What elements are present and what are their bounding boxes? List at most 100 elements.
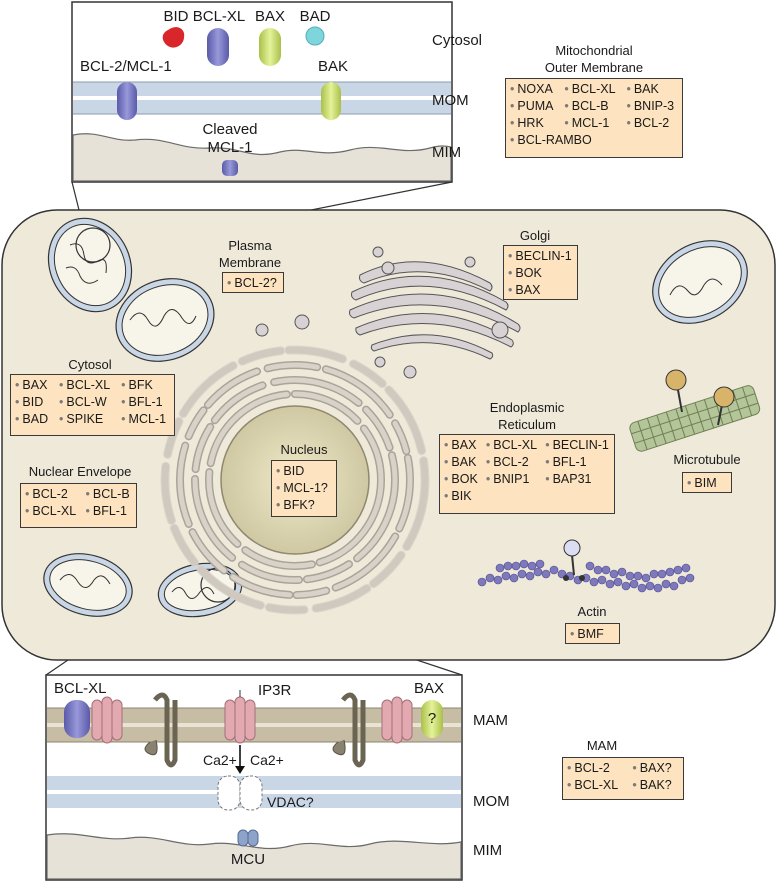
list-item: BCL-B: [564, 99, 618, 114]
mitochondrion-right: [652, 240, 748, 324]
list-item: PUMA: [510, 99, 556, 114]
list-item: BAX: [444, 438, 478, 453]
list-item: BID: [15, 395, 51, 410]
bottom-mom-label: MOM: [473, 793, 510, 810]
plasma-title-2: Membrane: [218, 255, 282, 270]
er-title-1: Endoplasmic: [489, 400, 565, 415]
question-label: ?: [427, 710, 437, 727]
list-item: BCL-XL: [59, 378, 113, 393]
bax-inset-label: BAX: [414, 680, 445, 697]
list-item: BCL-RAMBO: [510, 133, 677, 148]
list-item: BFL-1: [545, 455, 609, 470]
list-item: BIM: [687, 476, 717, 490]
mcu-label: MCU: [230, 851, 266, 868]
list-item: BECLIN-1: [545, 438, 609, 453]
top-cytosol-label: Cytosol: [432, 32, 483, 49]
bclxl-inset-label: BCL-XL: [54, 680, 107, 697]
list-item: MCL-1?: [276, 481, 331, 496]
ip3r-right-icon: [381, 696, 413, 744]
bak-label: BAK: [317, 58, 349, 75]
list-item: BAP31: [545, 472, 609, 487]
bottom-mim-label: MIM: [473, 842, 503, 859]
er-panel: BAX BCL-XL BECLIN-1 BAK BCL-2 BFL-1 BOK …: [439, 434, 615, 514]
microtubule-panel: BIM: [682, 472, 732, 493]
list-item: BFL-1: [121, 395, 169, 410]
list-item: BCL-W: [59, 395, 113, 410]
list-item: BOK: [508, 266, 572, 281]
bcl2-mcl1-protein-icon: [117, 82, 137, 120]
top-mom-label: MOM: [432, 92, 469, 109]
cleaved-mcl1-protein-icon: [222, 160, 238, 176]
loop-left-icon: [153, 692, 178, 768]
mcl1-label: MCL-1: [207, 139, 253, 156]
bad-label: BAD: [299, 8, 331, 25]
list-item: BAD: [15, 412, 51, 427]
er-title-2: Reticulum: [498, 417, 556, 432]
top-inset: [71, 1, 453, 183]
mom-title-1: Mitochondrial: [555, 43, 633, 58]
list-item: MCL-1: [564, 116, 618, 131]
bid-label: BID: [163, 8, 189, 25]
cytosol-title: Cytosol: [68, 357, 112, 372]
list-item: BCL-XL: [486, 438, 537, 453]
vdac-label: VDAC?: [267, 794, 314, 810]
list-item: BAX: [508, 283, 572, 298]
list-item: BCL-B: [85, 487, 131, 502]
vdac-icon: [217, 775, 263, 811]
list-item: BCL-XL: [567, 778, 624, 793]
bax-inset-protein-icon: [421, 700, 443, 738]
nucleus-panel: BID MCL-1? BFK?: [271, 460, 337, 517]
list-item: BIK: [444, 489, 609, 504]
mitochondrion-top-left: [47, 217, 215, 362]
list-item: BAK: [444, 455, 478, 470]
bottom-mam-label: MAM: [473, 712, 508, 729]
top-mim-label: MIM: [432, 144, 462, 161]
list-item: BECLIN-1: [508, 249, 572, 264]
list-item: MCL-1: [121, 412, 169, 427]
mam-panel: BCL-2 BAX? BCL-XL BAK?: [562, 757, 684, 800]
cleaved-label: Cleaved: [202, 121, 258, 138]
ca-right-label: Ca2+: [250, 752, 284, 768]
ca-left-label: Ca2+: [203, 752, 237, 768]
bclxl-inset-protein-icon: [64, 700, 90, 738]
list-item: BCL-XL: [564, 82, 618, 97]
list-item: NOXA: [510, 82, 556, 97]
bclxl-label: BCL-XL: [192, 8, 246, 25]
microtubule-filament: [629, 369, 761, 452]
plasma-membrane-panel: BCL-2?: [222, 272, 284, 293]
list-item: BAX: [15, 378, 51, 393]
actin-title: Actin: [577, 604, 607, 619]
loop-right-icon: [341, 692, 366, 768]
mom-title-2: Outer Membrane: [544, 60, 644, 75]
mom-panel: NOXA BCL-XL BAK PUMA BCL-B BNIP-3 HRK MC…: [505, 78, 683, 158]
bax-protein-icon: [259, 28, 281, 66]
microtubule-title: Microtubule: [673, 452, 741, 467]
list-item: BNIP-3: [626, 99, 677, 114]
bclxl-protein-icon: [207, 28, 229, 66]
list-item: BCL-2: [486, 455, 537, 470]
list-item: BCL-2: [567, 761, 624, 776]
list-item: BNIP1: [486, 472, 537, 487]
actin-filament: [477, 559, 695, 593]
list-item: SPIKE: [59, 412, 113, 427]
list-item: BAK?: [632, 778, 678, 793]
nuclear-envelope-panel: BCL-2 BCL-B BCL-XL BFL-1: [20, 483, 137, 528]
list-item: BFK: [121, 378, 169, 393]
list-item: BCL-XL: [25, 504, 77, 519]
nuclear-envelope-title: Nuclear Envelope: [28, 464, 132, 479]
ip3r-label: IP3R: [258, 682, 292, 699]
ip3r-center-icon: [224, 696, 256, 744]
bad-protein-icon: [305, 26, 325, 46]
list-item: BMF: [570, 627, 604, 641]
list-item: BOK: [444, 472, 478, 487]
list-item: BCL-2: [626, 116, 677, 131]
bcl2-mcl1-label: BCL-2/MCL-1: [80, 58, 172, 75]
mam-title: MAM: [586, 738, 618, 753]
bax-label: BAX: [254, 8, 286, 25]
list-item: BFL-1: [85, 504, 131, 519]
bmf-motor-icon: [563, 539, 585, 581]
golgi-title: Golgi: [519, 228, 551, 243]
list-item: BCL-2?: [227, 276, 277, 290]
actin-panel: BMF: [565, 623, 620, 644]
